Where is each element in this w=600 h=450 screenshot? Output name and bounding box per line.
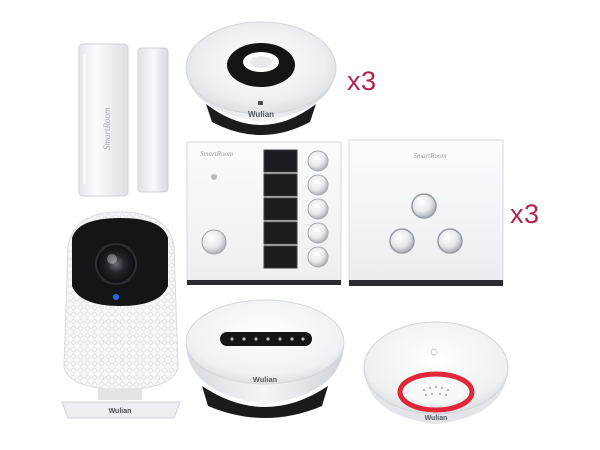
camera-logo: Wulian [109, 408, 132, 415]
quantity-label-hub: x3 [347, 66, 377, 96]
door-window-sensor: SmartRoom [78, 43, 169, 197]
panel-indicator-led [211, 174, 217, 180]
panel-logo: SmartRoom [200, 150, 233, 158]
round-gateway: Wulian [185, 299, 345, 418]
three-button-switch: SmartRoom [348, 139, 504, 286]
gateway-indicator-bar [220, 332, 312, 346]
camera-lens [95, 243, 137, 285]
switch-key-top [411, 193, 437, 219]
alarm-speaker-holes [422, 385, 450, 397]
alarm-sensor-dot [430, 348, 438, 356]
camera-stand [61, 401, 181, 419]
door-sensor-logo: SmartRoom [102, 107, 112, 150]
indoor-camera: Wulian [61, 211, 181, 419]
alarm-sensor: Wulian [363, 321, 509, 424]
door-sensor-magnet [137, 47, 169, 193]
gateway-logo: Wulian [253, 375, 278, 384]
panel-round-key [201, 229, 227, 255]
scene-switch-panel: SmartRoom [186, 141, 342, 285]
hub-base-shadow [206, 104, 316, 135]
alarm-red-ring [397, 371, 475, 413]
hub-logo: Wulian [248, 110, 274, 119]
round-hub: Wulian [185, 21, 337, 135]
switch-key-left [389, 228, 415, 254]
gateway-indicator-icons [230, 337, 305, 341]
quantity-label-switch: x3 [510, 199, 540, 229]
door-sensor-body [78, 43, 129, 197]
panel-black-keys [263, 149, 298, 269]
panel-round-keys [307, 150, 329, 268]
camera-neck [98, 388, 142, 400]
switch-logo: SmartRoom [413, 152, 446, 160]
alarm-logo: Wulian [425, 415, 448, 422]
camera-status-led [113, 294, 119, 300]
switch-key-right [437, 228, 463, 254]
